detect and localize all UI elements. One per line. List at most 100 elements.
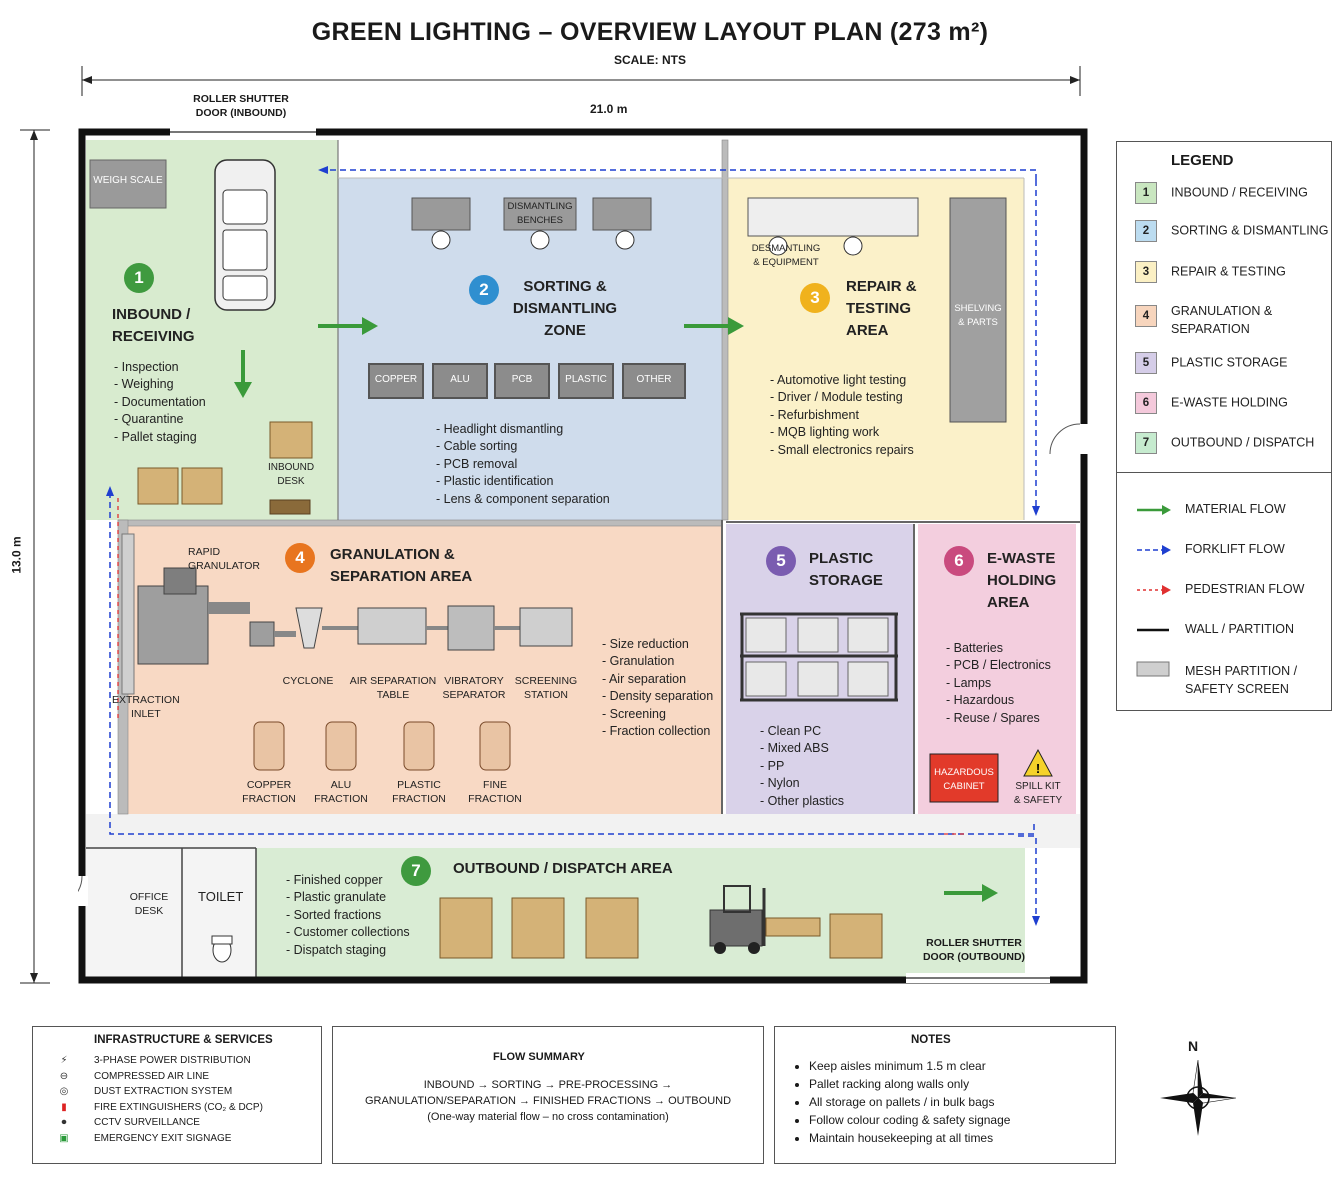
zone-5-title: PLASTIC STORAGE: [809, 550, 883, 589]
zone-2-title: SORTING & DISMANTLING ZONE: [512, 278, 618, 339]
zone-7-bullets: Finished copper Plastic granulate Sorted…: [286, 872, 410, 959]
zone-5-badge: 5: [766, 546, 796, 576]
list-item: Nylon: [760, 775, 844, 792]
compass-rose-icon: [1160, 1059, 1237, 1136]
list-item: Documentation: [114, 394, 206, 411]
legend-label: PLASTIC STORAGE: [1171, 355, 1288, 370]
cctv-icon: ⏺: [61, 1117, 67, 1128]
list-item: All storage on pallets / in bulk bags: [809, 1093, 1010, 1111]
legend-label: REPAIR & TESTING: [1171, 264, 1286, 279]
exit-sign-icon: ▣: [59, 1132, 69, 1144]
list-item: Batteries: [946, 640, 1051, 657]
zone-5-bullets: Clean PC Mixed ABS PP Nylon Other plasti…: [760, 723, 844, 810]
list-item: Cable sorting: [436, 438, 610, 455]
flow-summary-title: FLOW SUMMARY: [493, 1051, 585, 1063]
legend-label: OUTBOUND / DISPATCH: [1171, 435, 1315, 450]
outbound-door-label: ROLLER SHUTTER DOOR (OUTBOUND): [922, 937, 1026, 963]
legend-swatch: 2: [1135, 220, 1157, 242]
list-item: Refurbishment: [770, 407, 914, 424]
infrastructure-list: 3-PHASE POWER DISTRIBUTION COMPRESSED AI…: [94, 1053, 263, 1146]
inbound-door-label: ROLLER SHUTTER DOOR (INBOUND): [193, 93, 289, 119]
list-item: Pallet racking along walls only: [809, 1075, 1010, 1093]
height-dimension: 13.0 m: [9, 536, 24, 574]
notes-list: Keep aisles minimum 1.5 m clear Pallet r…: [809, 1057, 1010, 1147]
list-item: DUST EXTRACTION SYSTEM: [94, 1086, 233, 1097]
list-item: Headlight dismantling: [436, 421, 610, 438]
repair-equipment-label: DESMANTLING & EQUIPMENT: [751, 243, 821, 268]
list-item: Reuse / Spares: [946, 710, 1051, 727]
list-item: Screening: [602, 706, 713, 723]
list-item: Maintain housekeeping at all times: [809, 1129, 1010, 1147]
toilet-label: TOILET: [198, 889, 244, 904]
legend-forklift-flow: FORKLIFT FLOW: [1185, 542, 1285, 556]
zone-1-badge: 1: [124, 263, 154, 293]
zone-7-badge: 7: [401, 856, 431, 886]
dust-extraction-icon: ◎: [59, 1086, 69, 1097]
list-item: COMPRESSED AIR LINE: [94, 1070, 210, 1082]
list-item: Keep aisles minimum 1.5 m clear: [809, 1057, 1010, 1075]
rapid-granulator-label: RAPID GRANULATOR: [188, 546, 260, 572]
list-item: 3-PHASE POWER DISTRIBUTION: [94, 1055, 251, 1066]
list-item: Mixed ABS: [760, 740, 844, 757]
list-item: Driver / Module testing: [770, 389, 914, 406]
list-item: Inspection: [114, 359, 206, 376]
zone-6-title: E-WASTE HOLDING AREA: [987, 550, 1057, 611]
legend-item: 2 SORTING & DISMANTLING: [1135, 220, 1328, 242]
zone-2-bullets: Headlight dismantling Cable sorting PCB …: [436, 421, 610, 508]
list-item: PP: [760, 758, 844, 775]
list-item: Small electronics repairs: [770, 442, 914, 459]
list-item: Clean PC: [760, 723, 844, 740]
sorting-bin-other: OTHER: [622, 363, 686, 399]
legend-label: INBOUND / RECEIVING: [1171, 185, 1308, 200]
fine-fraction-label: FINE FRACTION: [468, 779, 522, 805]
list-item: Quarantine: [114, 411, 206, 428]
legend-mesh-partition: MESH PARTITION / SAFETY SCREEN: [1185, 664, 1298, 696]
extraction-inlet-label: EXTRACTION INLET: [112, 694, 180, 720]
legend-swatch: 7: [1135, 432, 1157, 454]
plastic-fraction-label: PLASTIC FRACTION: [392, 779, 446, 805]
legend-line-samples: [1136, 505, 1171, 677]
list-item: PCB removal: [436, 456, 610, 473]
legend-divider: [1117, 472, 1331, 473]
width-dimension: 21.0 m: [590, 102, 628, 116]
list-item: MQB lighting work: [770, 424, 914, 441]
spill-kit-label: SPILL KIT & SAFETY: [1013, 781, 1063, 806]
list-item: Plastic granulate: [286, 889, 410, 906]
sorting-bin-alu: ALU: [432, 363, 488, 399]
flow-summary-panel: FLOW SUMMARY INBOUND → SORTING → PRE-PRO…: [332, 1026, 764, 1164]
legend-material-flow: MATERIAL FLOW: [1185, 502, 1286, 516]
flow-line-2: GRANULATION/SEPARATION → FINISHED FRACTI…: [364, 1095, 732, 1107]
sorting-bin-pcb: PCB: [494, 363, 550, 399]
legend-label: E-WASTE HOLDING: [1171, 395, 1288, 410]
sorting-bin-plastic: PLASTIC: [558, 363, 614, 399]
hazardous-cabinet-label: HAZARDOUS CABINET: [934, 767, 994, 792]
vibratory-separator-label: VIBRATORY SEPARATOR: [442, 675, 506, 701]
alu-fraction-label: ALU FRACTION: [314, 779, 368, 805]
sorting-bin-copper: COPPER: [368, 363, 424, 399]
svg-text:!: !: [1036, 761, 1040, 776]
compass-north-label: N: [1188, 1038, 1199, 1054]
list-item: Customer collections: [286, 924, 410, 941]
floor-plan: ! WEIGH SCALE 1 INBOUND / RECEIVING Insp…: [78, 128, 1088, 984]
fire-extinguisher-icon: ▮: [61, 1101, 67, 1113]
list-item: CCTV SURVEILLANCE: [94, 1117, 200, 1128]
zone-4-badge: 4: [285, 543, 315, 573]
list-item: Automotive light testing: [770, 372, 914, 389]
infrastructure-panel: INFRASTRUCTURE & SERVICES ⚡ ⊖ ◎ ▮ ⏺ ▣ 3-…: [32, 1026, 322, 1164]
legend-swatch: 1: [1135, 182, 1157, 204]
list-item: Hazardous: [946, 692, 1051, 709]
cyclone-label: CYCLONE: [282, 675, 334, 687]
list-item: Density separation: [602, 688, 714, 705]
list-item: Finished copper: [286, 872, 410, 889]
plan-title: GREEN LIGHTING – OVERVIEW LAYOUT PLAN (2…: [311, 18, 989, 46]
legend-label: SORTING & DISMANTLING: [1171, 223, 1329, 238]
legend-label: GRANULATION & SEPARATION: [1171, 304, 1273, 336]
zone-1-title: INBOUND / RECEIVING: [112, 306, 195, 345]
list-item: Fraction collection: [602, 723, 713, 740]
list-item: Plastic identification: [436, 473, 610, 490]
list-item: Weighing: [114, 376, 206, 393]
